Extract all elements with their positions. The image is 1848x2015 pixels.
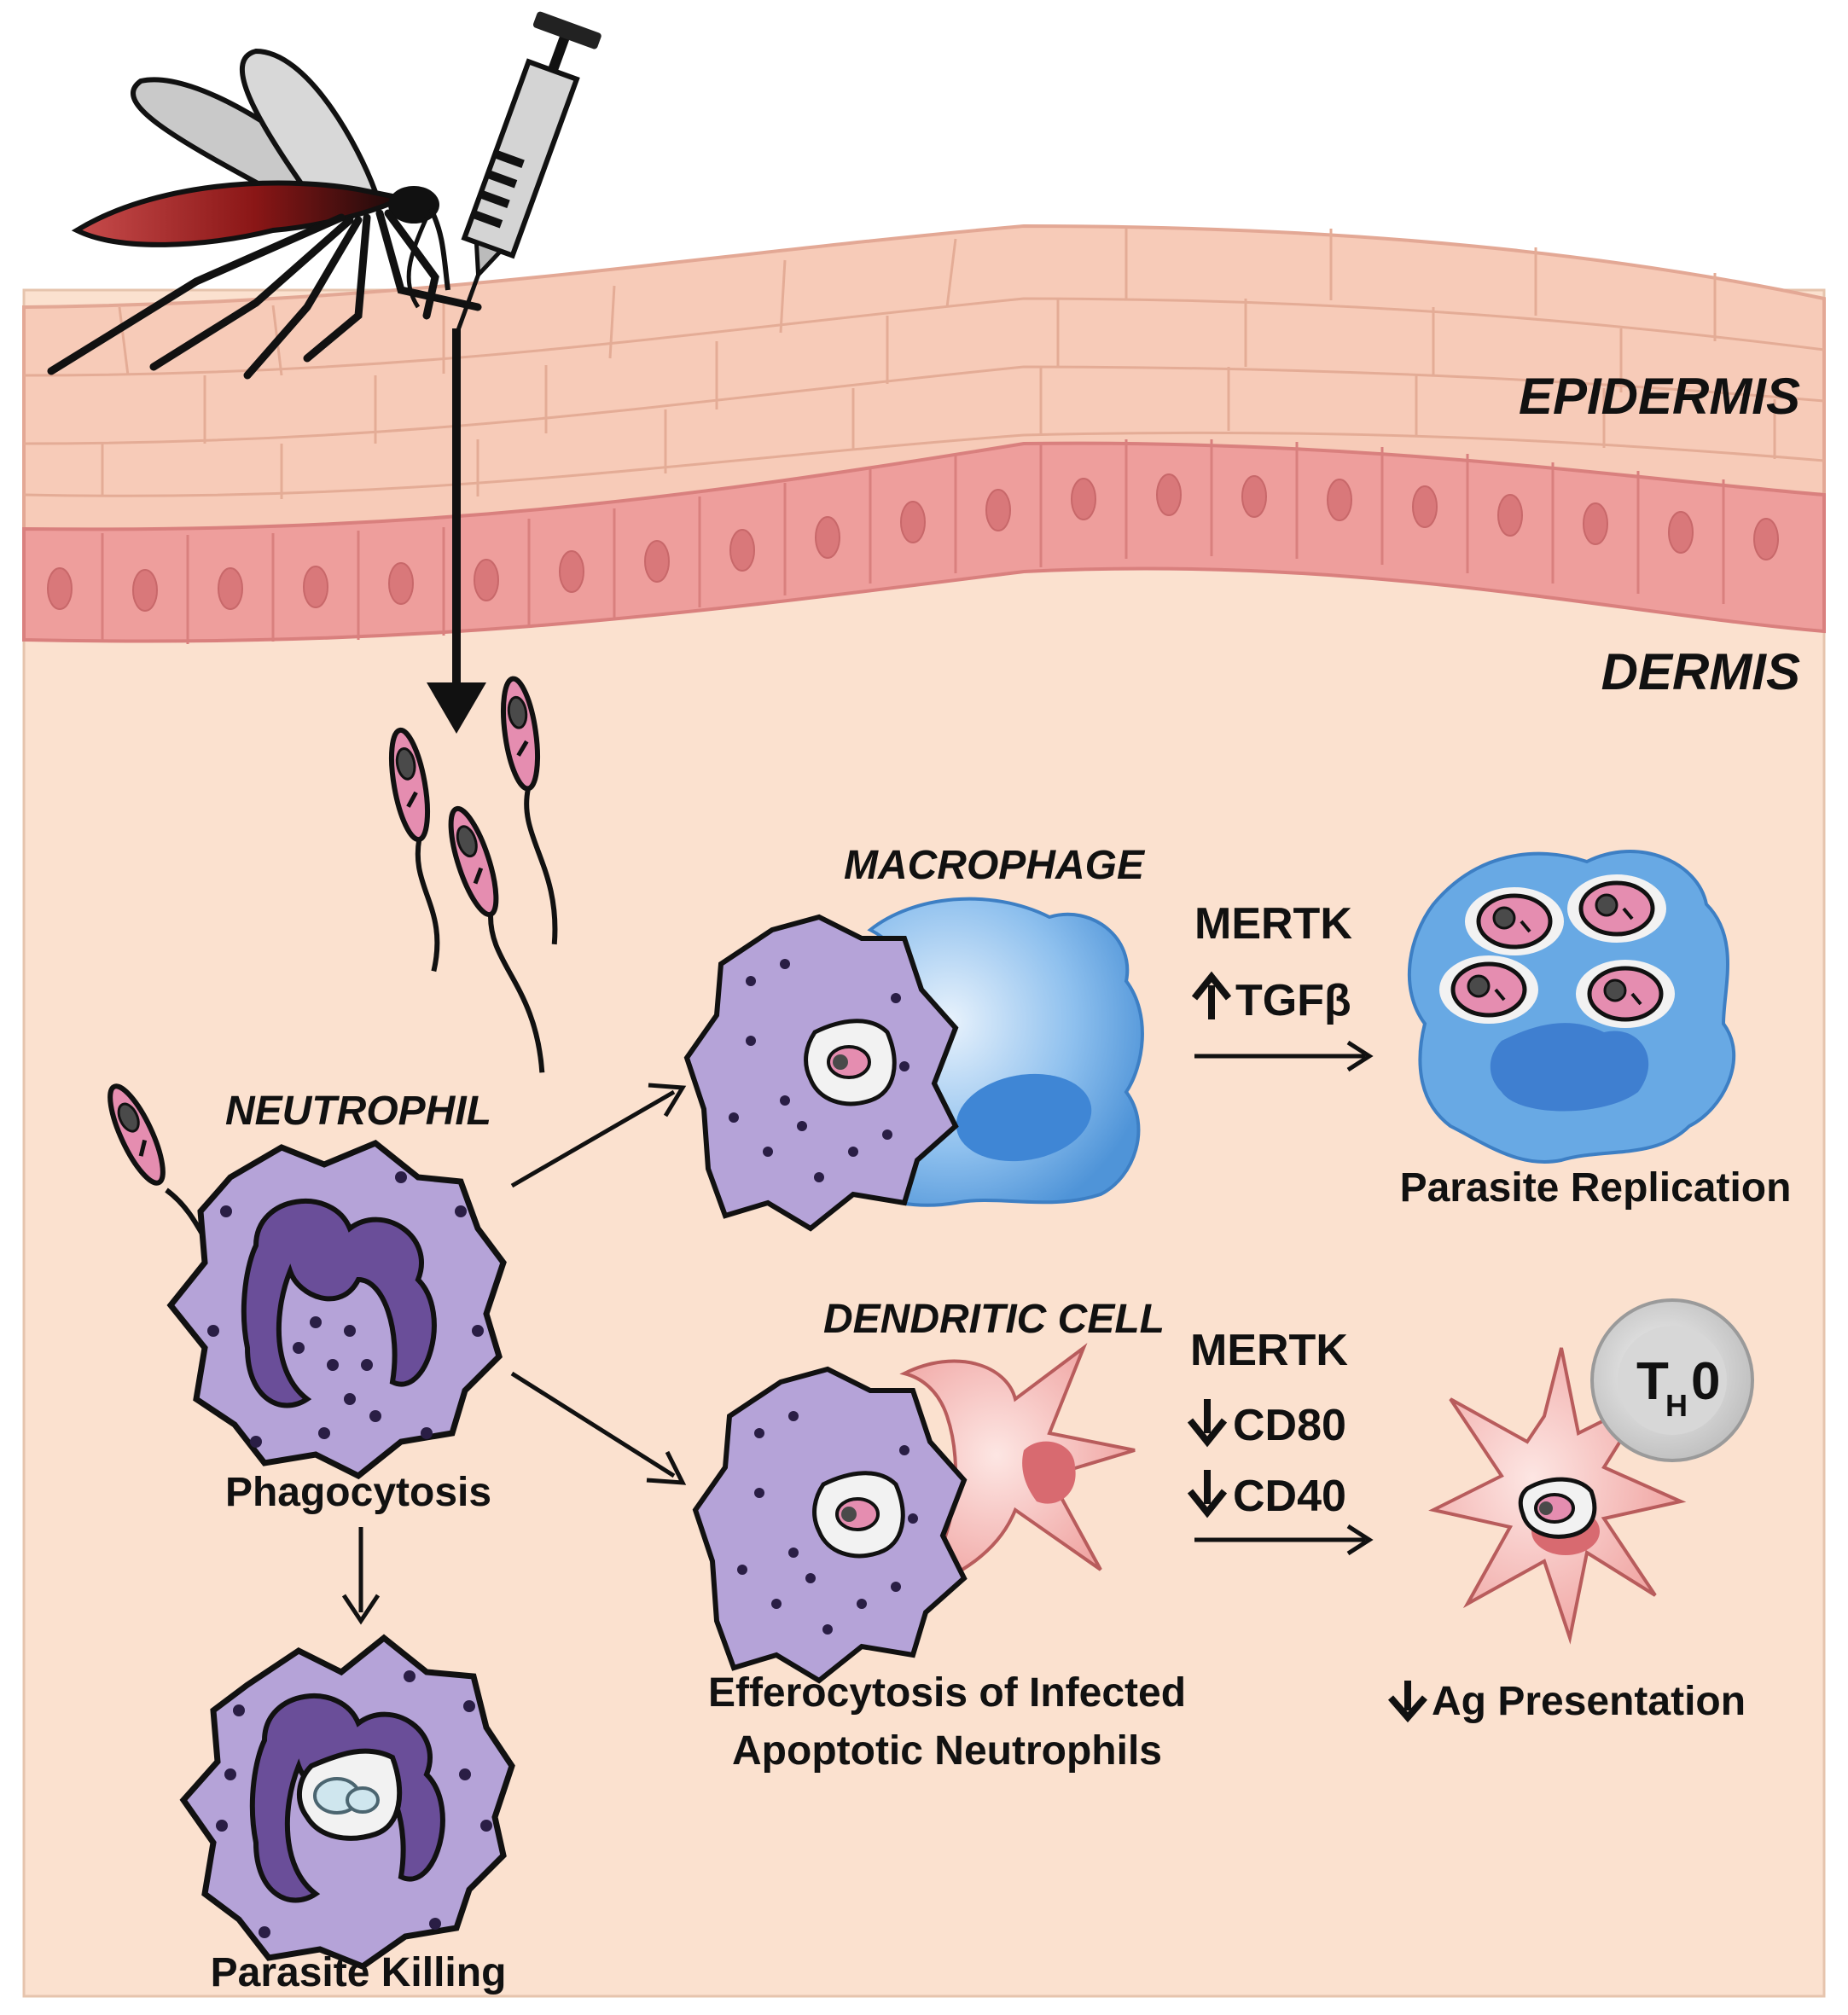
- vacuole-parasites: [1439, 874, 1675, 1028]
- ag-presentation-label: Ag Presentation: [1432, 1679, 1746, 1724]
- macrophage-label: MACROPHAGE: [844, 843, 1146, 888]
- dendritic-cd80-label: CD80: [1233, 1401, 1346, 1450]
- macrophage-outcome-arrow: [1194, 1040, 1374, 1072]
- neutrophil-cell: [108, 1083, 507, 1480]
- efferocytosis-label-line1: Efferocytosis of Infected: [708, 1670, 1186, 1716]
- epidermis-label: EPIDERMIS: [1519, 368, 1800, 425]
- killing-neutrophil-cell: [179, 1634, 515, 1970]
- arrow-to-macrophage: [510, 1083, 687, 1188]
- epidermis-layer: [22, 224, 1826, 644]
- down-arrow-icon: [1187, 1399, 1228, 1448]
- down-arrow-icon: [1387, 1681, 1428, 1723]
- dendritic-mertk-label: MERTK: [1190, 1326, 1348, 1375]
- syringe-icon: [456, 11, 601, 332]
- injection-arrow: [427, 328, 486, 734]
- efferocytosis-label-line2: Apoptotic Neutrophils: [732, 1728, 1162, 1774]
- down-arrow-icon: [1187, 1470, 1228, 1519]
- th0-label-t: T: [1636, 1352, 1669, 1411]
- infected-macrophage-cell: [1407, 850, 1736, 1164]
- dermis-label: DERMIS: [1601, 643, 1800, 700]
- dendritic-outcome-arrow: [1194, 1524, 1374, 1556]
- killing-arrow: [341, 1527, 381, 1625]
- dendritic-cell: [692, 1343, 1136, 1684]
- macrophage-tgfb-label: TGFβ: [1235, 976, 1351, 1025]
- dendritic-cell-label: DENDRITIC CELL: [823, 1297, 1165, 1342]
- parasite-replication-label: Parasite Replication: [1400, 1165, 1792, 1211]
- parasite-killing-label: Parasite Killing: [211, 1950, 507, 1995]
- mosquito-icon: [47, 48, 482, 380]
- promastigote-parasites: [388, 676, 558, 1073]
- dendritic-cd40-label: CD40: [1233, 1472, 1346, 1521]
- macrophage-cell: [683, 897, 1144, 1232]
- arrow-to-dendritic-cell: [510, 1371, 687, 1485]
- th0-cell: T H 0: [1590, 1298, 1754, 1462]
- th0-label-zero: 0: [1691, 1352, 1720, 1411]
- up-arrow-icon: [1191, 971, 1232, 1019]
- phagocytosis-label: Phagocytosis: [225, 1470, 491, 1515]
- neutrophil-label: NEUTROPHIL: [225, 1089, 491, 1134]
- th0-label-h: H: [1665, 1388, 1688, 1423]
- macrophage-mertk-label: MERTK: [1194, 899, 1352, 949]
